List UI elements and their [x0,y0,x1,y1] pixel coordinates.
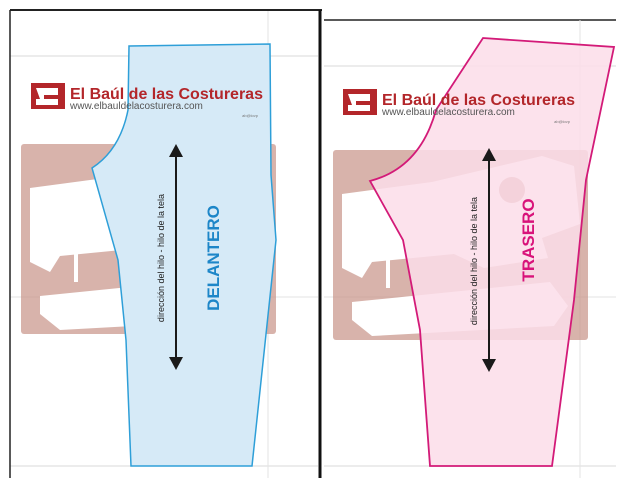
brand-url: www.elbauldelacosturera.com [381,107,515,118]
machine-needle [386,244,390,288]
brand-url: www.elbauldelacosturera.com [69,101,203,112]
back-pattern-piece [368,37,616,467]
logo-mark-glyph [348,94,370,111]
brand-logo-back: El Baúl de las Costureras www.elbauldela… [343,89,575,124]
grain-arrow-up-icon [482,148,496,161]
brand-small-text: ab@lovp [242,113,259,118]
grain-line-back: dirección del hilo - hilo de la tela [469,148,496,372]
front-pattern-piece [91,43,277,467]
logo-mark [31,83,65,109]
machine-needle [74,238,78,282]
grain-label: dirección del hilo - hilo de la tela [156,194,166,322]
logo-mark-glyph [36,88,58,105]
piece-label-back: TRASERO [519,198,538,281]
brand-name: El Baúl de las Costureras [70,86,263,103]
back-panel: El Baúl de las Costureras www.elbauldela… [322,19,616,478]
grain-arrow-down-icon [169,357,183,370]
front-panel: El Baúl de las Costureras www.elbauldela… [9,9,322,478]
brand-small-text: ab@lovp [554,119,571,124]
logo-mark [343,89,377,115]
brand-logo-front: El Baúl de las Costureras www.elbauldela… [31,83,263,118]
grain-arrow-down-icon [482,359,496,372]
grain-line-front: dirección del hilo - hilo de la tela [156,144,183,370]
grain-arrow-up-icon [169,144,183,157]
piece-label-front: DELANTERO [204,205,223,311]
brand-name: El Baúl de las Costureras [382,92,575,109]
grain-label: dirección del hilo - hilo de la tela [469,197,479,325]
